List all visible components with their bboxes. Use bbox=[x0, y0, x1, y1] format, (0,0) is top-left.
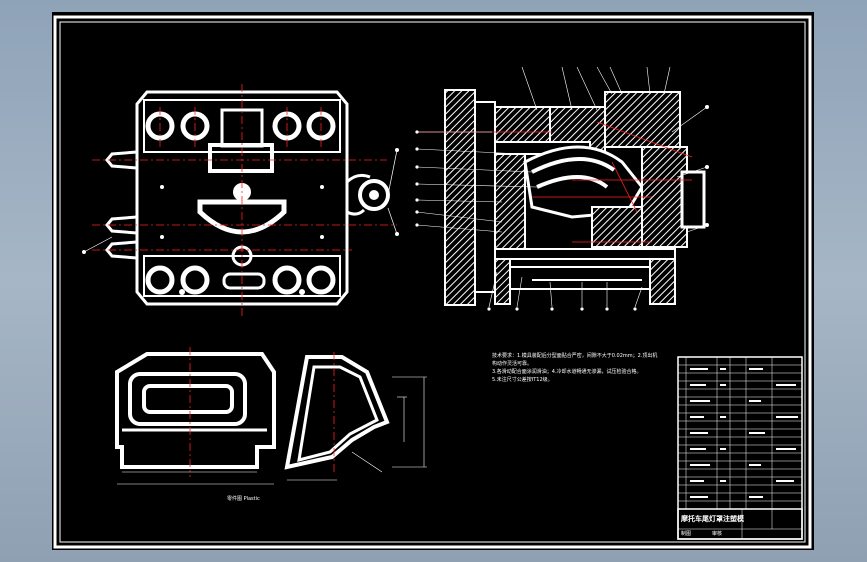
title-block-label: 制图 bbox=[681, 531, 692, 537]
part-side-view bbox=[284, 352, 427, 481]
tech-note-line: 5.未注尺寸公差按IT12级。 bbox=[492, 377, 553, 383]
mold-plan-view bbox=[82, 84, 399, 317]
drawing-title: 摩托车尾灯罩注塑模 bbox=[681, 515, 744, 523]
part-front-view bbox=[115, 347, 276, 485]
tech-note-line: 3.各滑动配合面涂润滑油；4.冷却水道畅通无渗漏，试压检验合格。 bbox=[492, 369, 642, 375]
tech-note-line: 技术要求：1.模具装配后分型面贴合严密，间隙不大于0.02mm；2.顶出机构动作… bbox=[492, 353, 658, 367]
part-detail-label: 零件图 Plastic bbox=[227, 496, 260, 502]
cad-viewport[interactable]: 技术要求：1.模具装配后分型面贴合严密，间隙不大于0.02mm；2.顶出机构动作… bbox=[52, 12, 814, 550]
title-block-grid bbox=[677, 356, 803, 540]
inner-border bbox=[59, 21, 806, 543]
tech-notes: 技术要求：1.模具装配后分型面贴合严密，间隙不大于0.02mm；2.顶出机构动作… bbox=[492, 352, 662, 384]
title-block-label: 审核 bbox=[712, 531, 723, 537]
mold-section-view bbox=[415, 66, 709, 311]
drawing-sheet bbox=[53, 15, 812, 549]
outer-border bbox=[53, 15, 812, 549]
